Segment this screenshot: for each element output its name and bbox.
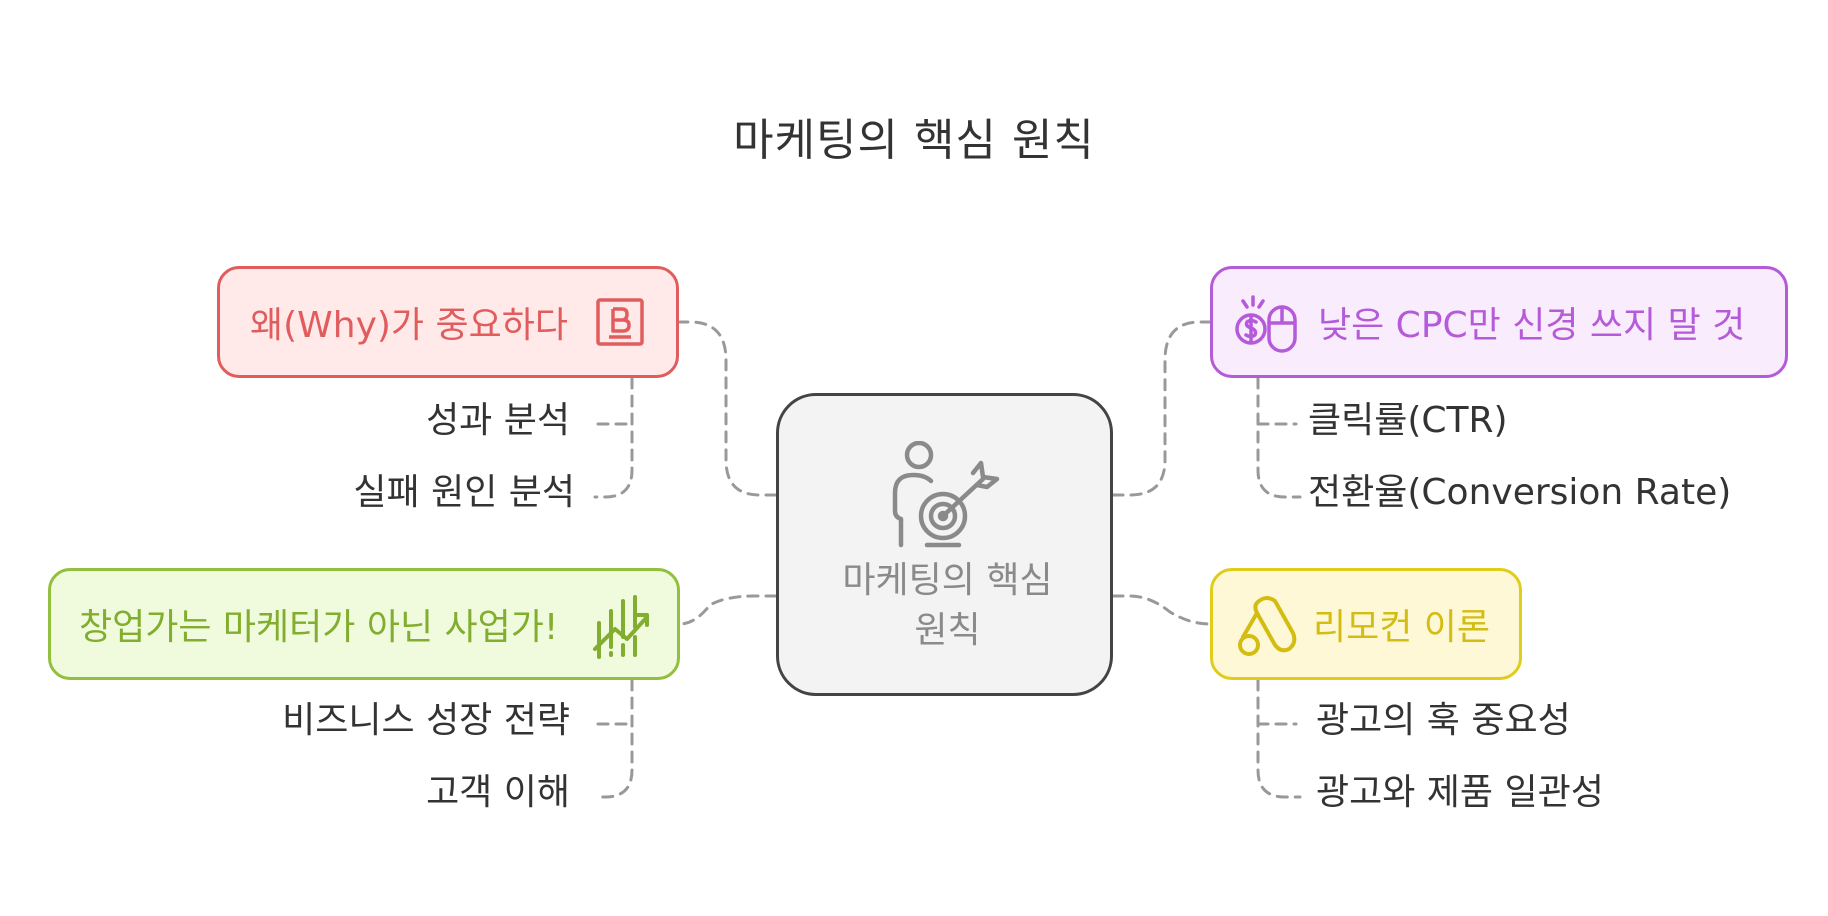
cpc-child-1: 클릭률(CTR) (1308, 400, 1508, 441)
connector-why-children (593, 376, 634, 499)
why-child-2: 실패 원인 분석 (353, 472, 575, 513)
node-cpc: 낮은 CPC만 신경 쓰지 말 것 (1210, 266, 1788, 378)
node-remo-label: 리모컨 이론 (1313, 607, 1491, 648)
growth-chart-icon (593, 595, 649, 659)
center-label-line-2: 원칙 (914, 610, 981, 651)
diagram-title: 마케팅의 핵심 원칙 (733, 115, 1095, 166)
money-mouse-icon (1235, 295, 1297, 353)
node-why: 왜(Why)가 중요하다 (217, 266, 679, 378)
cpc-child-2: 전환율(Conversion Rate) (1308, 472, 1732, 513)
biz-child-2: 고객 이해 (426, 772, 570, 813)
center-label: 마케팅의 핵심 원칙 (799, 556, 1096, 656)
center-label-line-1: 마케팅의 핵심 (842, 560, 1053, 601)
connector-biz-children (593, 678, 634, 799)
connector-center-why (678, 320, 778, 497)
connector-center-cpc (1111, 320, 1212, 497)
node-biz: 창업가는 마케터가 아닌 사업가! (48, 568, 680, 680)
node-cpc-label: 낮은 CPC만 신경 쓰지 말 것 (1318, 305, 1746, 346)
remo-child-1: 광고의 훅 중요성 (1316, 700, 1571, 741)
node-why-label: 왜(Why)가 중요하다 (250, 305, 568, 346)
node-biz-label: 창업가는 마케터가 아닌 사업가! (79, 607, 559, 648)
why-child-1: 성과 분석 (426, 400, 570, 441)
b-badge-icon (596, 298, 644, 346)
connector-remo-children (1256, 678, 1302, 799)
connector-cpc-children (1256, 376, 1302, 499)
center-node: 마케팅의 핵심 원칙 (776, 393, 1113, 696)
node-remo: 리모컨 이론 (1210, 568, 1522, 680)
target-person-icon (892, 441, 1000, 548)
connector-center-remo (1111, 594, 1212, 626)
remo-child-2: 광고와 제품 일관성 (1316, 772, 1604, 813)
connector-center-biz (678, 594, 778, 626)
ads-logo-icon (1238, 596, 1297, 656)
biz-child-1: 비즈니스 성장 전략 (282, 700, 570, 741)
